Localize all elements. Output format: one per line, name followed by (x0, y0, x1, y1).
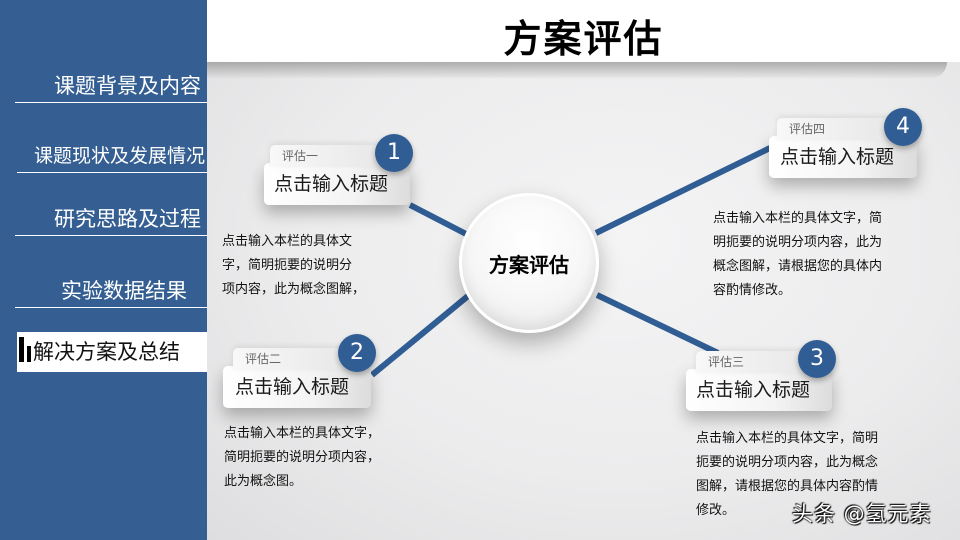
number-badge-1: 1 (375, 134, 413, 172)
sidebar-item-label: 研究思路及过程 (54, 207, 201, 231)
description-line: 明扼要的说明分项内容，此为 (713, 235, 883, 250)
description-line: 此为概念图。 (224, 474, 303, 489)
sidebar-item-label: 解决方案及总结 (33, 340, 180, 364)
description-4[interactable]: 点击输入本栏的具体文字，简 明扼要的说明分项内容，此为 概念图解，请根据您的具体… (713, 207, 923, 303)
hub-circle: 方案评估 (459, 193, 599, 333)
sidebar-item-research[interactable]: 研究思路及过程 (15, 202, 207, 236)
sidebar-item-background[interactable]: 课题背景及内容 (15, 69, 207, 103)
number-badge-2: 2 (338, 334, 376, 372)
sidebar-item-status[interactable]: 课题现状及发展情况 (17, 139, 207, 173)
card-title[interactable]: 点击输入标题 (780, 146, 895, 168)
card-tab-label: 评估一 (270, 145, 380, 167)
card-tab-label: 评估三 (696, 351, 806, 373)
card-title[interactable]: 点击输入标题 (235, 376, 350, 398)
evaluation-card-3[interactable]: 评估三 点击输入标题 (686, 351, 832, 411)
number-badge-4: 4 (884, 108, 922, 146)
evaluation-card-2[interactable]: 评估二 点击输入标题 (223, 348, 371, 408)
description-2[interactable]: 点击输入本栏的具体文字， 简明扼要的说明分项内容， 此为概念图。 (224, 422, 414, 494)
header-bar (207, 0, 960, 62)
description-line: 图解，请根据您的具体内容酌情 (696, 479, 879, 494)
sidebar-item-label: 实验数据结果 (61, 279, 187, 303)
number-badge-3: 3 (798, 340, 836, 378)
active-marker-icon (27, 346, 31, 362)
card-tab-label: 评估四 (777, 118, 889, 140)
evaluation-card-1[interactable]: 评估一 点击输入标题 (264, 145, 410, 205)
description-3[interactable]: 点击输入本栏的具体文字，简明 扼要的说明分项内容，此为概念 图解，请根据您的具体… (696, 427, 916, 523)
watermark: 头条 @氢元素 (792, 502, 932, 526)
description-1[interactable]: 点击输入本栏的具体文 字，简明扼要的说明分 项内容，此为概念图解， (222, 230, 402, 302)
description-line: 点击输入本栏的具体文字，简 (713, 211, 883, 226)
description-line: 容酌情修改。 (713, 283, 792, 298)
hub-label: 方案评估 (489, 252, 569, 277)
description-line: 项内容，此为概念图解， (222, 282, 366, 297)
description-line: 概念图解，请根据您的具体内 (713, 259, 883, 274)
description-line: 扼要的说明分项内容，此为概念 (696, 455, 879, 470)
description-line: 点击输入本栏的具体文字， (224, 426, 381, 441)
header-shadow (207, 62, 947, 78)
description-line: 点击输入本栏的具体文字，简明 (696, 431, 879, 446)
evaluation-card-4[interactable]: 评估四 点击输入标题 (769, 118, 917, 178)
card-title[interactable]: 点击输入标题 (274, 173, 389, 195)
description-line: 点击输入本栏的具体文 (222, 234, 353, 249)
page-title: 方案评估 (503, 17, 664, 61)
card-tab-label: 评估二 (233, 348, 345, 370)
description-line: 简明扼要的说明分项内容， (224, 450, 381, 465)
description-line: 修改。 (696, 503, 736, 518)
sidebar: 课题背景及内容 课题现状及发展情况 研究思路及过程 实验数据结果 解决方案及总结 (0, 0, 207, 540)
sidebar-item-solution[interactable]: 解决方案及总结 (17, 332, 207, 372)
active-marker-icon (19, 337, 24, 362)
sidebar-item-label: 课题现状及发展情况 (33, 145, 205, 167)
card-title[interactable]: 点击输入标题 (696, 379, 811, 401)
sidebar-item-label: 课题背景及内容 (54, 74, 201, 98)
description-line: 字，简明扼要的说明分 (222, 258, 353, 273)
sidebar-item-data[interactable]: 实验数据结果 (15, 274, 207, 308)
